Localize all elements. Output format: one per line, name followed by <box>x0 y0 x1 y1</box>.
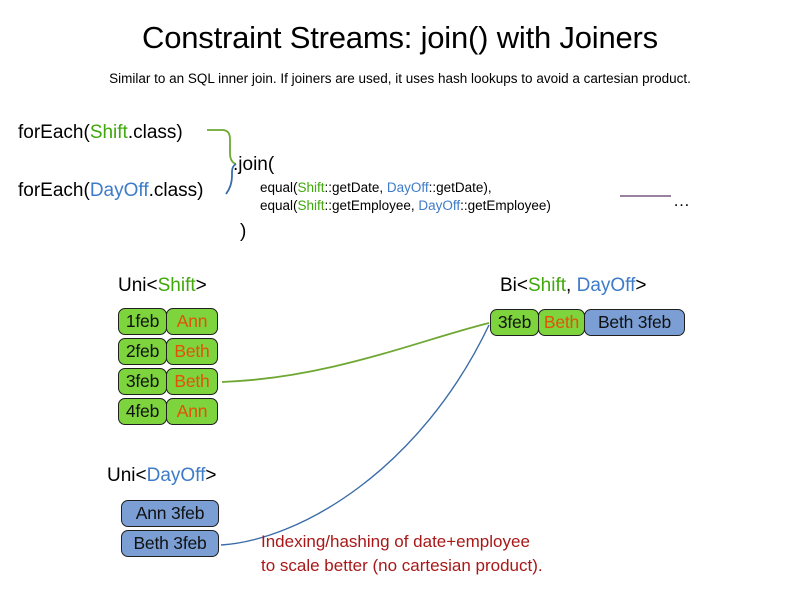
label-uni-dayoff-prefix: Uni< <box>107 465 147 486</box>
annotation-note: Indexing/hashing of date+employee to sca… <box>261 530 543 578</box>
label-bi-stream: Bi<Shift, DayOff> <box>500 273 646 299</box>
code-ellipsis: … <box>673 191 691 210</box>
bi-dayoff-cell: Beth 3feb <box>584 309 685 336</box>
code-join-open: .join( <box>233 154 275 175</box>
dayoff-fact-row: Ann 3feb <box>121 500 219 527</box>
code-type-dayoff: DayOff <box>89 180 149 201</box>
code-foreach-dayoff-suffix: .class) <box>148 180 204 201</box>
label-uni-dayoff-type: DayOff <box>146 465 206 486</box>
page-title: Constraint Streams: join() with Joiners <box>142 20 658 55</box>
label-bi-suffix: > <box>635 275 647 296</box>
shift-date-cell: 4feb <box>118 398 167 425</box>
shift-date-cell: 1feb <box>118 308 167 335</box>
connector-dayoff-row-to-bi <box>220 324 490 546</box>
label-bi-type-dayoff: DayOff <box>576 275 636 296</box>
code-equal-1-left-type: Shift <box>297 180 325 195</box>
bi-shift-employee-cell: Beth <box>538 309 585 336</box>
code-foreach-shift-prefix: forEach( <box>18 122 90 143</box>
label-bi-prefix: Bi< <box>500 275 528 296</box>
code-foreach-dayoff: forEach(DayOff.class) <box>18 178 204 204</box>
code-join-close: ) <box>240 221 247 242</box>
page-subtitle: Similar to an SQL inner join. If joiners… <box>109 71 691 86</box>
label-uni-shift-type: Shift <box>157 275 196 296</box>
code-equal-2-prefix: equal( <box>260 198 298 213</box>
code-equal-2-right-method: ::getEmployee) <box>460 198 551 213</box>
code-equal-1-right-method: ::getDate), <box>428 180 492 195</box>
shift-employee-cell: Ann <box>166 398 218 425</box>
code-equal-2-left-type: Shift <box>297 198 325 213</box>
code-equal-1-prefix: equal( <box>260 180 298 195</box>
code-equal-1-right-type: DayOff <box>386 180 429 195</box>
shift-employee-cell: Beth <box>166 338 218 365</box>
label-uni-dayoff: Uni<DayOff> <box>107 463 217 489</box>
code-joiner-equal-date: equal(Shift::getDate, DayOff::getDate), <box>260 179 492 197</box>
code-foreach-shift: forEach(Shift.class) <box>18 120 183 146</box>
code-equal-1-left-method: ::getDate, <box>324 180 387 195</box>
dayoff-cell: Beth 3feb <box>121 530 219 557</box>
dayoff-fact-row: Beth 3feb <box>121 530 219 557</box>
code-equal-2-right-type: DayOff <box>418 198 461 213</box>
code-foreach-dayoff-prefix: forEach( <box>18 180 90 201</box>
code-joiner-equal-employee: equal(Shift::getEmployee, DayOff::getEmp… <box>260 197 551 215</box>
label-bi-type-shift: Shift <box>528 275 567 296</box>
bi-shift-date-cell: 3feb <box>490 309 539 336</box>
shift-fact-row: 2feb Beth <box>118 338 218 365</box>
code-foreach-shift-suffix: .class) <box>127 122 183 143</box>
annotation-line-1: Indexing/hashing of date+employee <box>261 532 530 551</box>
dayoff-cell: Ann 3feb <box>121 500 219 527</box>
label-uni-shift-suffix: > <box>195 275 207 296</box>
shift-fact-row: 4feb Ann <box>118 398 218 425</box>
label-uni-shift: Uni<Shift> <box>118 273 207 299</box>
shift-fact-row: 1feb Ann <box>118 308 218 335</box>
label-uni-shift-prefix: Uni< <box>118 275 158 296</box>
code-equal-2-left-method: ::getEmployee, <box>324 198 419 213</box>
shift-date-cell: 2feb <box>118 338 167 365</box>
label-bi-separator: , <box>566 275 577 296</box>
shift-employee-cell: Ann <box>166 308 218 335</box>
label-uni-dayoff-suffix: > <box>205 465 217 486</box>
annotation-line-2: to scale better (no cartesian product). <box>261 556 543 575</box>
connector-shift-to-join <box>207 129 237 165</box>
connector-shift-row-to-bi <box>221 322 490 383</box>
shift-fact-row: 3feb Beth <box>118 368 218 395</box>
shift-date-cell: 3feb <box>118 368 167 395</box>
shift-employee-cell: Beth <box>166 368 218 395</box>
bi-fact-row: 3feb Beth Beth 3feb <box>490 309 685 336</box>
code-type-shift: Shift <box>89 122 128 143</box>
